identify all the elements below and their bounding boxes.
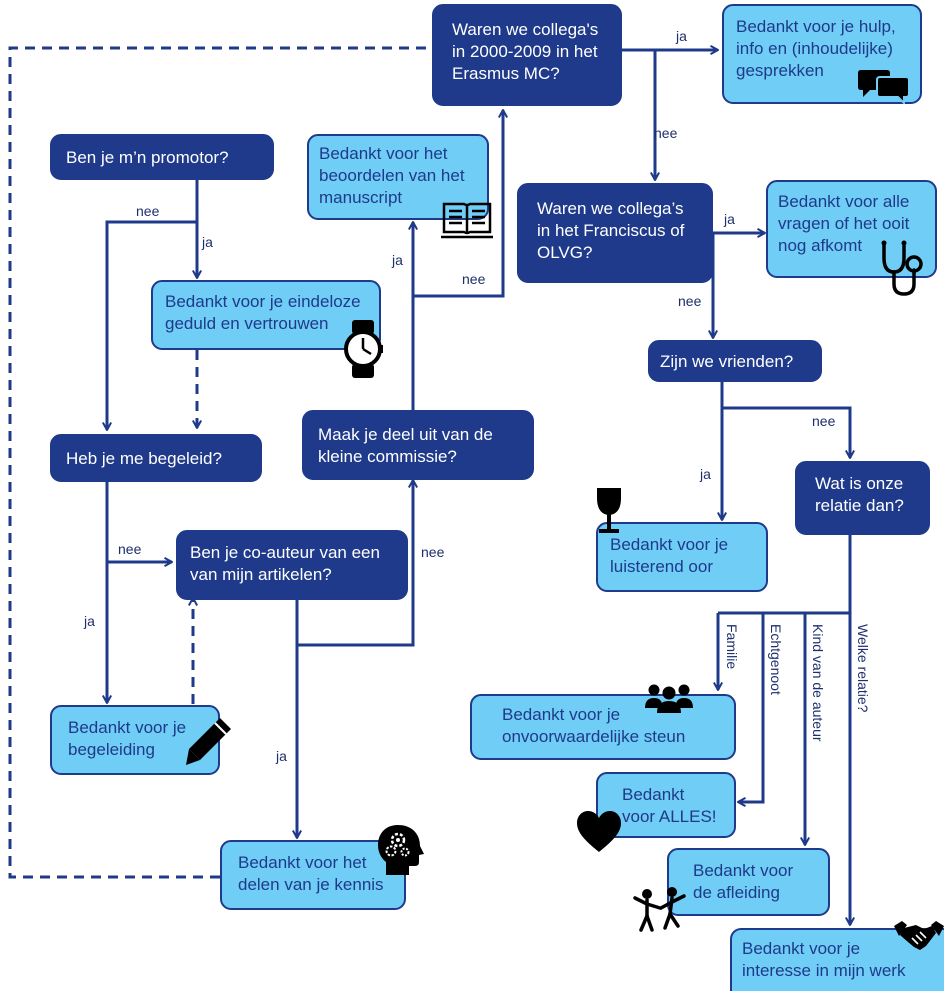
head-gears-icon: [378, 825, 424, 875]
label-relatie-kind: Kind van de auteur: [810, 624, 826, 742]
question-relatie: Wat is onze relatie dan?: [795, 461, 930, 535]
answer-begeleiding: Bedankt voor je begeleiding: [50, 705, 220, 775]
label-erasmus-nee: nee: [654, 125, 678, 141]
question-vrienden-text: Zijn we vrienden?: [660, 352, 794, 371]
question-commissie-text: Maak je deel uit van de kleine commissie…: [318, 425, 493, 466]
answer-kennis-text: Bedankt voor het delen van je kennis: [238, 853, 384, 894]
answer-steun: Bedankt voor je onvoorwaardelijke steun: [470, 694, 736, 760]
answer-kennis: Bedankt voor het delen van je kennis: [220, 840, 406, 910]
edge-promotor-nee: [107, 220, 197, 430]
question-begeleid-text: Heb je me begeleid?: [66, 449, 222, 468]
chat-bubbles-icon: [858, 70, 910, 104]
question-franciscus: Waren we collega’s in het Franciscus of …: [517, 183, 713, 283]
answer-alles-text: Bedankt voor ALLES!: [622, 785, 717, 826]
label-relatie-familie: Familie: [724, 624, 740, 670]
pencil-icon: [186, 718, 231, 765]
answer-afleiding-text: Bedankt voor de afleiding: [693, 861, 794, 902]
label-commissie-nee: nee: [462, 271, 486, 287]
label-franciscus-ja: ja: [724, 211, 735, 227]
edge-vrienden-nee: [722, 406, 850, 458]
label-erasmus-ja: ja: [676, 28, 687, 44]
question-erasmus-text: Waren we collega's in 2000-2009 in het E…: [452, 20, 599, 83]
question-erasmus: Waren we collega's in 2000-2009 in het E…: [432, 4, 622, 106]
wine-glass-icon: [597, 488, 621, 533]
question-promotor-text: Ben je m’n promotor?: [66, 148, 229, 167]
question-relatie-text: Wat is onze relatie dan?: [815, 474, 904, 515]
label-begeleid-nee: nee: [118, 541, 142, 557]
answer-steun-text: Bedankt voor je onvoorwaardelijke steun: [502, 705, 686, 746]
label-vrienden-ja: ja: [700, 466, 711, 482]
wristwatch-icon: [344, 320, 383, 378]
answer-luisterend: Bedankt voor je luisterend oor: [596, 522, 768, 592]
playing-children-icon: [633, 887, 686, 932]
edge-coauteur-nee: [297, 480, 413, 647]
question-coauteur-text: Ben je co-auteur van een van mijn artike…: [190, 543, 380, 584]
label-commissie-ja: ja: [392, 252, 403, 268]
label-begeleid-ja: ja: [84, 613, 95, 629]
heart-icon: [577, 811, 621, 852]
label-promotor-ja: ja: [202, 234, 213, 250]
answer-afleiding: Bedankt voor de afleiding: [667, 848, 830, 916]
question-begeleid: Heb je me begeleid?: [50, 434, 262, 482]
question-coauteur: Ben je co-auteur van een van mijn artike…: [176, 530, 408, 600]
label-relatie-echtgenoot: Echtgenoot: [768, 624, 784, 695]
edge-relatie-echtgenoot: [738, 613, 765, 802]
answer-interesse: Bedankt voor je interesse in mijn werk: [730, 928, 944, 991]
edge-commissie-nee: [413, 110, 503, 298]
question-franciscus-text: Waren we collega’s in het Franciscus of …: [537, 199, 685, 262]
answer-begeleiding-text: Bedankt voor je begeleiding: [68, 718, 187, 759]
question-promotor: Ben je m’n promotor?: [50, 134, 274, 180]
answer-geduld-text: Bedankt voor je eindeloze geduld en vert…: [165, 292, 361, 333]
label-coauteur-nee: nee: [421, 544, 445, 560]
answer-luisterend-text: Bedankt voor je luisterend oor: [610, 535, 729, 576]
label-relatie-welke: Welke relatie?: [855, 624, 871, 713]
answer-hulp-text: Bedankt voor je hulp, info en (inhoudeli…: [736, 17, 896, 80]
question-vrienden: Zijn we vrienden?: [648, 340, 822, 382]
label-vrienden-nee: nee: [812, 413, 836, 429]
people-group-icon: [645, 684, 693, 713]
answer-interesse-text: Bedankt voor je interesse in mijn werk: [742, 939, 906, 980]
answer-manuscript: Bedankt voor het beoordelen van het manu…: [307, 134, 489, 220]
answer-vragen-text: Bedankt voor alle vragen of het ooit nog…: [778, 192, 910, 255]
answer-manuscript-text: Bedankt voor het beoordelen van het manu…: [319, 144, 465, 207]
answer-geduld: Bedankt voor je eindeloze geduld en vert…: [151, 280, 381, 350]
handshake-icon: [894, 921, 944, 950]
question-commissie: Maak je deel uit van de kleine commissie…: [302, 410, 534, 480]
label-franciscus-nee: nee: [678, 293, 702, 309]
label-promotor-nee: nee: [136, 203, 160, 219]
label-coauteur-ja: ja: [276, 748, 287, 764]
open-book-icon: [441, 202, 493, 239]
stethoscope-icon: [881, 240, 923, 296]
edge-kennis-dashed-loop: [8, 46, 432, 879]
